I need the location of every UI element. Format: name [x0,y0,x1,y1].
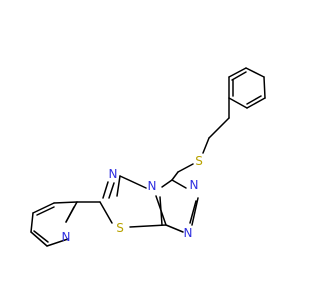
bond-12 [177,163,194,173]
atom-label-triazole-n-lower: N [184,226,193,240]
bond-6 [231,71,247,81]
bond-13 [171,171,179,181]
bond-16 [191,197,199,226]
molecule-structure: N N N N S S N [30,67,266,247]
bond-1 [245,67,265,78]
bond-31 [30,212,34,233]
atom-label-thiazole-n: N [109,167,118,181]
bond-29 [46,238,69,247]
atom-label-bridgehead-n: N [148,179,157,193]
bond-3 [246,97,266,109]
bond-30 [30,231,48,247]
bond-18 [165,224,184,233]
bond-24 [102,181,109,199]
bond-25 [108,182,115,199]
bond-4 [228,97,248,109]
bond-17 [189,200,197,224]
bond-36 [65,206,75,223]
bond-7 [246,95,262,105]
bond-34 [33,230,49,243]
bond-35 [36,206,55,216]
bond-26 [99,201,113,224]
bond-14 [171,179,187,189]
bond-32 [32,202,55,214]
bond-20 [159,196,163,226]
bond-layer [30,67,266,247]
bond-15 [161,179,173,188]
bond-0 [228,67,247,78]
atom-label-thioether-s: S [195,154,203,168]
bond-2 [263,76,266,99]
atom-label-pyridine-n: N [62,230,71,244]
bond-23 [116,175,121,197]
bond-33 [53,201,78,204]
bond-22 [119,175,147,189]
atom-label-thiadiazole-s: S [116,221,124,235]
atom-label-triazole-n-upper: N [190,178,199,192]
bond-11 [202,137,210,154]
bond-21 [129,224,167,228]
bond-10 [208,117,230,139]
